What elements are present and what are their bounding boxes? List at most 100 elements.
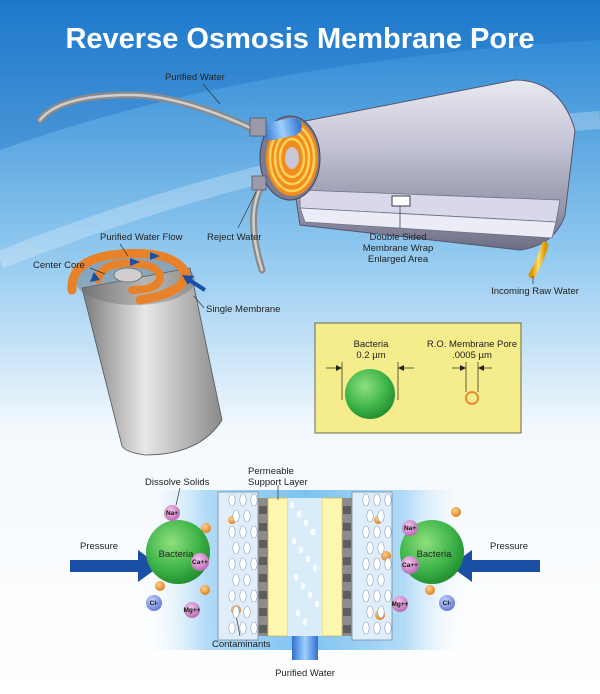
label-reject-water: Reject Water — [207, 232, 262, 243]
label-permeable: Permeable — [248, 466, 294, 477]
membrane-pore — [366, 541, 374, 555]
label-purified-water: Purified Water — [165, 72, 225, 83]
purified-water-outlet — [292, 636, 318, 660]
left-support-layer — [267, 497, 289, 637]
membrane-pore — [250, 493, 258, 507]
right-support-layer — [321, 497, 343, 637]
membrane-pore — [243, 605, 251, 619]
label-purified-water-outlet: Purified Water — [275, 668, 335, 679]
svg-text:Cl-: Cl- — [443, 600, 452, 607]
membrane-pore — [232, 541, 240, 555]
label-pressure-left: Pressure — [80, 541, 118, 552]
membrane-pore — [377, 509, 385, 523]
membrane-notch — [343, 557, 351, 565]
page-title: Reverse Osmosis Membrane Pore — [65, 23, 534, 55]
label-bacteria-right: Bacteria — [417, 549, 453, 560]
label-single-membrane: Single Membrane — [206, 304, 280, 315]
ion-ca-left — [191, 553, 209, 571]
svg-text:Ca++: Ca++ — [192, 559, 208, 566]
label-enlarged-area: Enlarged Area — [368, 254, 429, 265]
water-droplet — [307, 591, 313, 599]
ion-ca-right — [401, 556, 419, 574]
membrane-pore — [228, 621, 236, 635]
label-bacteria-size: 0.2 µm — [356, 350, 385, 361]
membrane-pore — [239, 589, 247, 603]
membrane-pore — [362, 621, 370, 635]
svg-text:Cl-: Cl- — [150, 600, 159, 607]
membrane-pore — [243, 541, 251, 555]
membrane-pore — [377, 605, 385, 619]
membrane-pore — [362, 493, 370, 507]
membrane-pore — [384, 525, 392, 539]
membrane-notch — [259, 574, 267, 582]
membrane-roll: Purified Water Flow Center Core Single M… — [33, 232, 280, 456]
membrane-pore — [250, 557, 258, 571]
membrane-pore — [384, 493, 392, 507]
membrane-notch — [259, 523, 267, 531]
roll-cylinder — [81, 267, 223, 456]
membrane-pore — [366, 605, 374, 619]
label-support-layer: Support Layer — [248, 477, 308, 488]
membrane-pore — [373, 557, 381, 571]
membrane-notch — [343, 625, 351, 633]
size-comparison-panel: Bacteria 0.2 µm R.O. Membrane Pore .0005… — [314, 322, 522, 434]
membrane-pore — [250, 589, 258, 603]
label-ro-membrane-pore: R.O. Membrane Pore — [427, 339, 517, 350]
water-droplet — [296, 510, 302, 518]
ion-cl-right — [439, 595, 455, 611]
water-droplet — [293, 573, 299, 581]
label-membrane-wrap: Membrane Wrap — [363, 243, 434, 254]
ion-na-right — [402, 520, 418, 536]
label-pore-size: .0005 µm — [452, 350, 492, 361]
membrane-pore — [384, 557, 392, 571]
water-droplet — [291, 537, 297, 545]
water-droplet — [298, 546, 304, 554]
membrane-pore — [384, 589, 392, 603]
water-droplet — [305, 555, 311, 563]
membrane-pore — [232, 605, 240, 619]
ion-na-left — [164, 505, 180, 521]
membrane-notch — [259, 625, 267, 633]
left-membrane-wall — [258, 498, 268, 636]
label-double-sided: Double Sided — [369, 232, 426, 243]
size-panel-background — [314, 322, 522, 434]
membrane-pore — [377, 541, 385, 555]
membrane-pore — [239, 493, 247, 507]
membrane-pore — [362, 589, 370, 603]
label-center-core: Center Core — [33, 260, 85, 271]
water-droplet — [312, 564, 318, 572]
membrane-pore — [250, 621, 258, 635]
right-membrane-wall — [342, 498, 352, 636]
membrane-pore — [232, 573, 240, 587]
background-swoosh — [0, 0, 600, 150]
ion-cl-left — [146, 595, 162, 611]
membrane-pore — [373, 525, 381, 539]
right-pressure-arrow — [450, 550, 540, 582]
membrane-notch — [259, 591, 267, 599]
membrane-pore — [377, 573, 385, 587]
ion-mg-left — [184, 602, 200, 618]
purified-water-core-pipe — [262, 117, 302, 141]
bacteria-scale-circle — [345, 369, 395, 419]
water-droplet — [289, 501, 295, 509]
label-purified-water-flow: Purified Water Flow — [100, 232, 183, 243]
water-droplet — [303, 519, 309, 527]
raw-water-pipe — [528, 241, 549, 279]
water-droplet — [314, 600, 320, 608]
membrane-notch — [259, 608, 267, 616]
svg-text:Na+: Na+ — [404, 525, 416, 532]
membrane-notch — [343, 608, 351, 616]
membrane-pore — [373, 493, 381, 507]
membrane-notch — [343, 523, 351, 531]
membrane-pore — [243, 509, 251, 523]
water-droplet — [295, 609, 301, 617]
membrane-pore — [250, 525, 258, 539]
membrane-notch — [343, 506, 351, 514]
membrane-pore — [362, 557, 370, 571]
enlarged-area-marker — [391, 195, 411, 207]
membrane-pore — [373, 621, 381, 635]
left-pressure-arrow — [70, 550, 160, 582]
membrane-notch — [259, 506, 267, 514]
pore-scale-circle — [465, 391, 479, 405]
